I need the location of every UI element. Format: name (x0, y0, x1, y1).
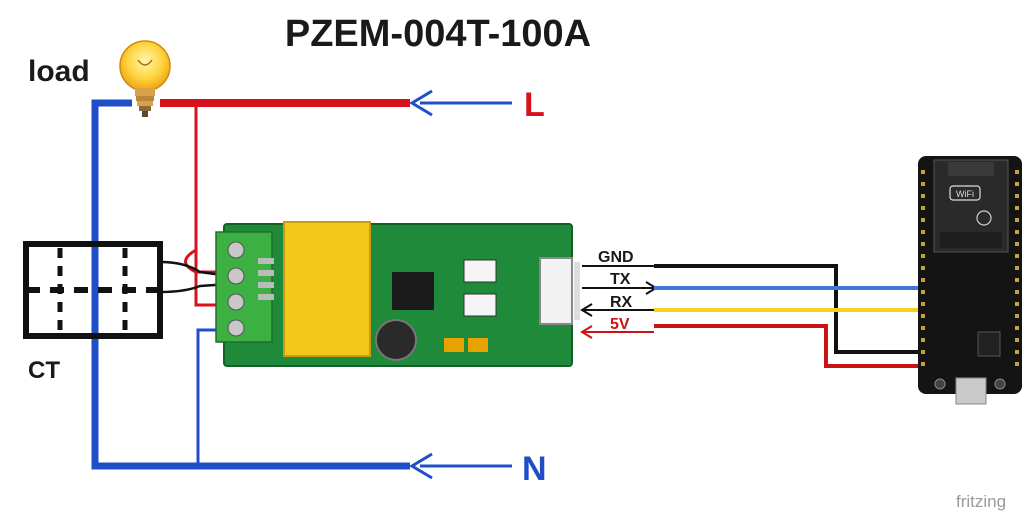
transformer (283, 221, 371, 357)
5v-arrow-icon (580, 325, 654, 339)
neutral-label: N (522, 450, 547, 488)
pzem-module (215, 221, 580, 367)
terminal-block (215, 231, 274, 343)
pin-label-tx: TX (610, 271, 631, 288)
capacitor (375, 319, 417, 361)
ct-label: CT (28, 357, 60, 384)
usb-port (955, 377, 987, 405)
pin-label-5v: 5V (610, 316, 630, 333)
reset-button (994, 378, 1006, 390)
pin-label-gnd: GND (598, 249, 634, 266)
rx-arrow-icon (580, 303, 654, 317)
5v-wire (654, 324, 924, 368)
current-transformer (23, 241, 231, 339)
fritzing-watermark: fritzing (956, 492, 1006, 511)
neutral-arrow-icon (409, 452, 512, 480)
pin-header-left (921, 170, 925, 366)
light-bulb-icon (119, 40, 171, 117)
load-label: load (28, 55, 90, 88)
wifi-badge: WiFi (949, 185, 981, 201)
usb-chip (977, 331, 1001, 357)
pin-label-rx: RX (610, 294, 633, 311)
ic-chip (392, 272, 434, 310)
svg-text:WiFi: WiFi (956, 189, 974, 199)
diagram-title: PZEM-004T-100A (285, 13, 591, 55)
live-arrow-icon (409, 89, 512, 117)
boot-button (934, 378, 946, 390)
pin-header-right (1015, 170, 1019, 366)
live-label: L (524, 86, 545, 124)
uart-connector (539, 257, 573, 325)
espressif-logo-icon (976, 210, 992, 226)
esp32-board: WiFi (918, 156, 1022, 405)
